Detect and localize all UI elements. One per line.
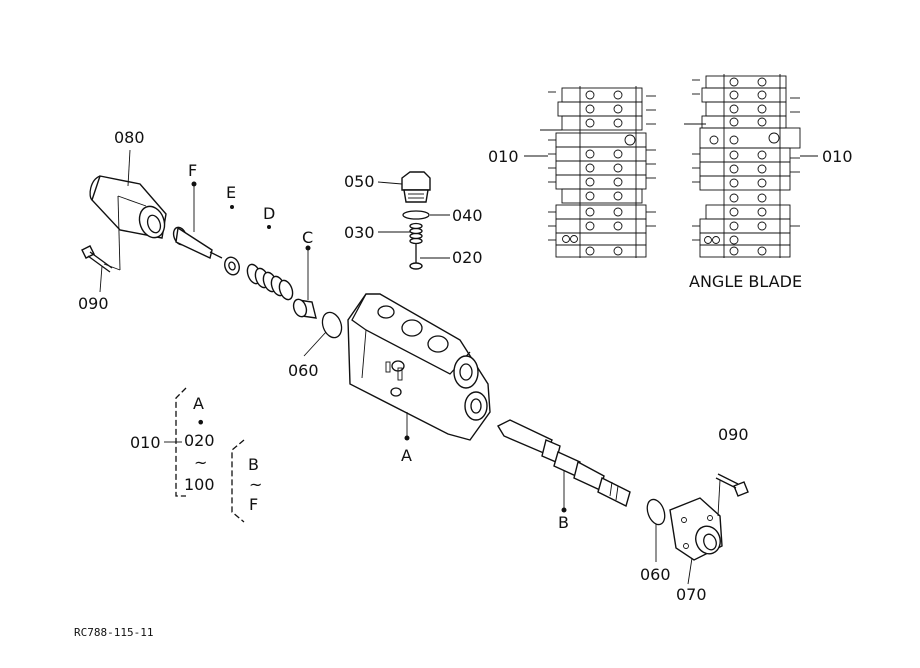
label-010-left: 010 — [488, 147, 519, 166]
figure-code: RC788-115-11 — [74, 626, 153, 639]
part-040-o-ring — [402, 210, 430, 220]
part-060-o-ring-bottom — [646, 498, 666, 526]
legend-dot: • — [196, 413, 205, 432]
label-A: A — [401, 446, 412, 465]
label-F: F — [188, 161, 197, 180]
legend-010: 010 — [130, 433, 161, 452]
part-050-plug — [401, 171, 431, 203]
part-020-poppet — [409, 244, 423, 270]
legend-100: 100 — [184, 475, 215, 494]
legend-F: F — [249, 495, 258, 514]
label-090-right: 090 — [718, 425, 749, 444]
part-C-spring-seat — [292, 298, 317, 319]
legend-B: B — [248, 455, 259, 474]
label-040: 040 — [452, 206, 483, 225]
part-B-spool — [497, 419, 631, 508]
label-030: 030 — [344, 223, 375, 242]
part-A-valve-body — [347, 293, 491, 441]
legend-bracket — [164, 387, 245, 523]
caption-angle-blade: ANGLE BLADE — [689, 272, 802, 291]
label-050: 050 — [344, 172, 375, 191]
label-D: D — [263, 204, 275, 223]
part-090-bolt-left — [81, 245, 113, 273]
label-060-bottom: 060 — [640, 565, 671, 584]
label-060-top: 060 — [288, 361, 319, 380]
legend-020: 020 — [184, 431, 215, 450]
legend-tilde-2: ~ — [249, 475, 262, 494]
part-060-o-ring-top — [321, 311, 343, 339]
label-010-right: 010 — [822, 147, 853, 166]
part-080-end-cap — [89, 175, 167, 239]
label-090-left: 090 — [78, 294, 109, 313]
label-020: 020 — [452, 248, 483, 267]
part-washer — [224, 256, 240, 276]
label-E: E — [226, 183, 236, 202]
leader-dots — [191, 181, 567, 513]
legend-A: A — [193, 394, 204, 413]
part-spring — [246, 263, 294, 301]
valve-schematic-right — [684, 74, 801, 258]
part-070-cover — [669, 497, 723, 561]
leader-lines — [99, 149, 818, 585]
label-080: 080 — [114, 128, 145, 147]
valve-schematic-left — [540, 86, 656, 258]
label-070: 070 — [676, 585, 707, 604]
part-F-spool-end — [172, 226, 223, 259]
part-090-bolt-right — [715, 473, 749, 497]
label-B: B — [558, 513, 569, 532]
label-C: C — [302, 228, 313, 247]
part-030-spring — [409, 222, 423, 245]
legend-tilde-1: ~ — [194, 453, 207, 472]
